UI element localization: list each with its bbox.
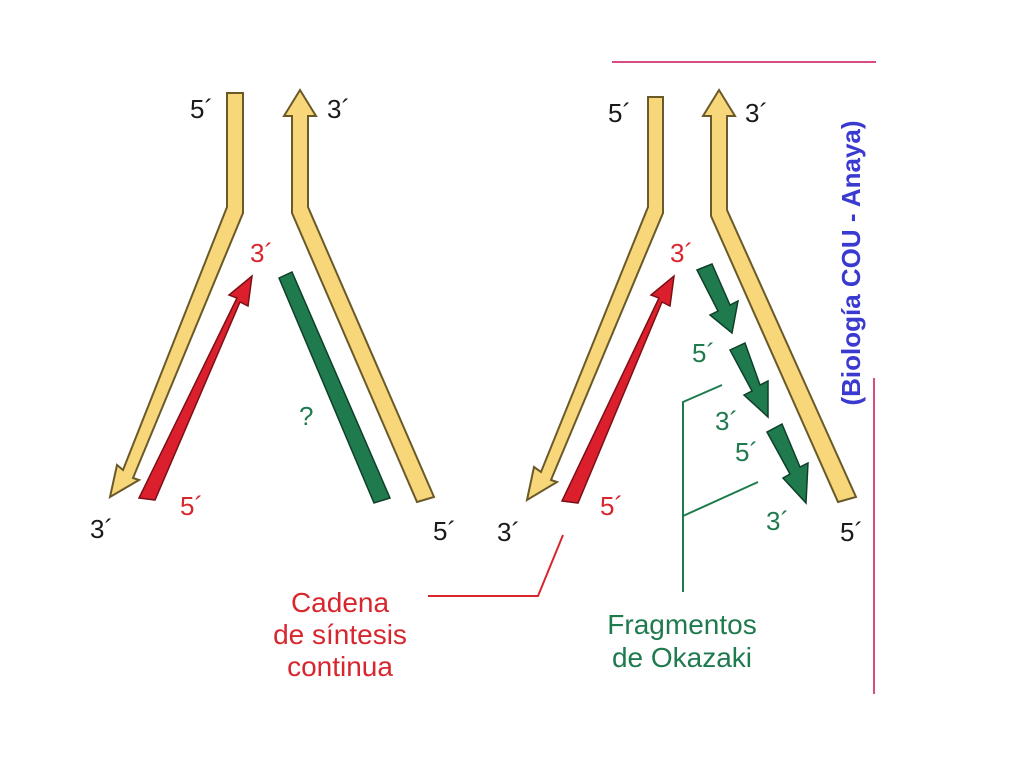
left-fork-label-bottom-right: 5´ [433, 516, 456, 546]
right-fork-label-bottom-right: 5´ [840, 517, 863, 547]
right-fork-parent-strand-left [525, 96, 664, 503]
left-fork-label-question: ? [299, 401, 313, 431]
left-fork-label-new-end: 3´ [250, 238, 273, 268]
right-fork-label-top-left: 5´ [608, 98, 631, 128]
left-fork: 5´ 3´ 3´ ? 3´ 5´ 5´ [90, 88, 456, 546]
leading-caption-leader [428, 534, 564, 597]
okazaki-fragment-2 [728, 341, 769, 419]
okazaki-fragment-1 [695, 263, 740, 335]
right-fork-label-new-end: 3´ [670, 238, 693, 268]
left-fork-leading-strand [137, 274, 253, 501]
okazaki-caption-bracket [682, 384, 759, 592]
right-fork-label-frag-5b: 5´ [735, 437, 758, 467]
left-fork-label-bottom-mid: 5´ [180, 491, 203, 521]
right-fork-leading-strand [560, 274, 675, 504]
right-fork-label-bottom-mid: 5´ [600, 491, 623, 521]
right-fork-label-top-right: 3´ [745, 98, 768, 128]
leading-caption-line-3: continua [287, 651, 393, 682]
left-fork-label-bottom-left: 3´ [90, 514, 113, 544]
left-fork-label-top-right: 3´ [327, 94, 350, 124]
right-fork-label-frag-3a: 3´ [715, 406, 738, 436]
credit-text: (Biología COU - Anaya) [836, 120, 866, 405]
leading-caption-line-2: de síntesis [273, 619, 407, 650]
left-fork-parent-strand-right [282, 88, 436, 504]
left-fork-parent-strand-left [108, 92, 244, 500]
lagging-strand-caption: Fragmentos de Okazaki [607, 609, 756, 673]
right-fork-label-frag-3b: 3´ [766, 506, 789, 536]
right-fork-parent-strand-right [701, 88, 858, 504]
right-fork-label-frag-5a: 5´ [692, 338, 715, 368]
lagging-caption-line-1: Fragmentos [607, 609, 756, 640]
right-fork-label-bottom-left: 3´ [497, 517, 520, 547]
leading-strand-caption: Cadena de síntesis continua [273, 587, 407, 682]
left-fork-lagging-strand [278, 270, 392, 504]
lagging-caption-line-2: de Okazaki [612, 642, 752, 673]
okazaki-fragment-3 [765, 422, 809, 505]
left-fork-label-top-left: 5´ [190, 94, 213, 124]
right-fork: 5´ 3´ 3´ 5´ 3´ 5´ 3´ 3´ 5´ 5´ [497, 88, 863, 547]
leading-caption-line-1: Cadena [291, 587, 390, 618]
